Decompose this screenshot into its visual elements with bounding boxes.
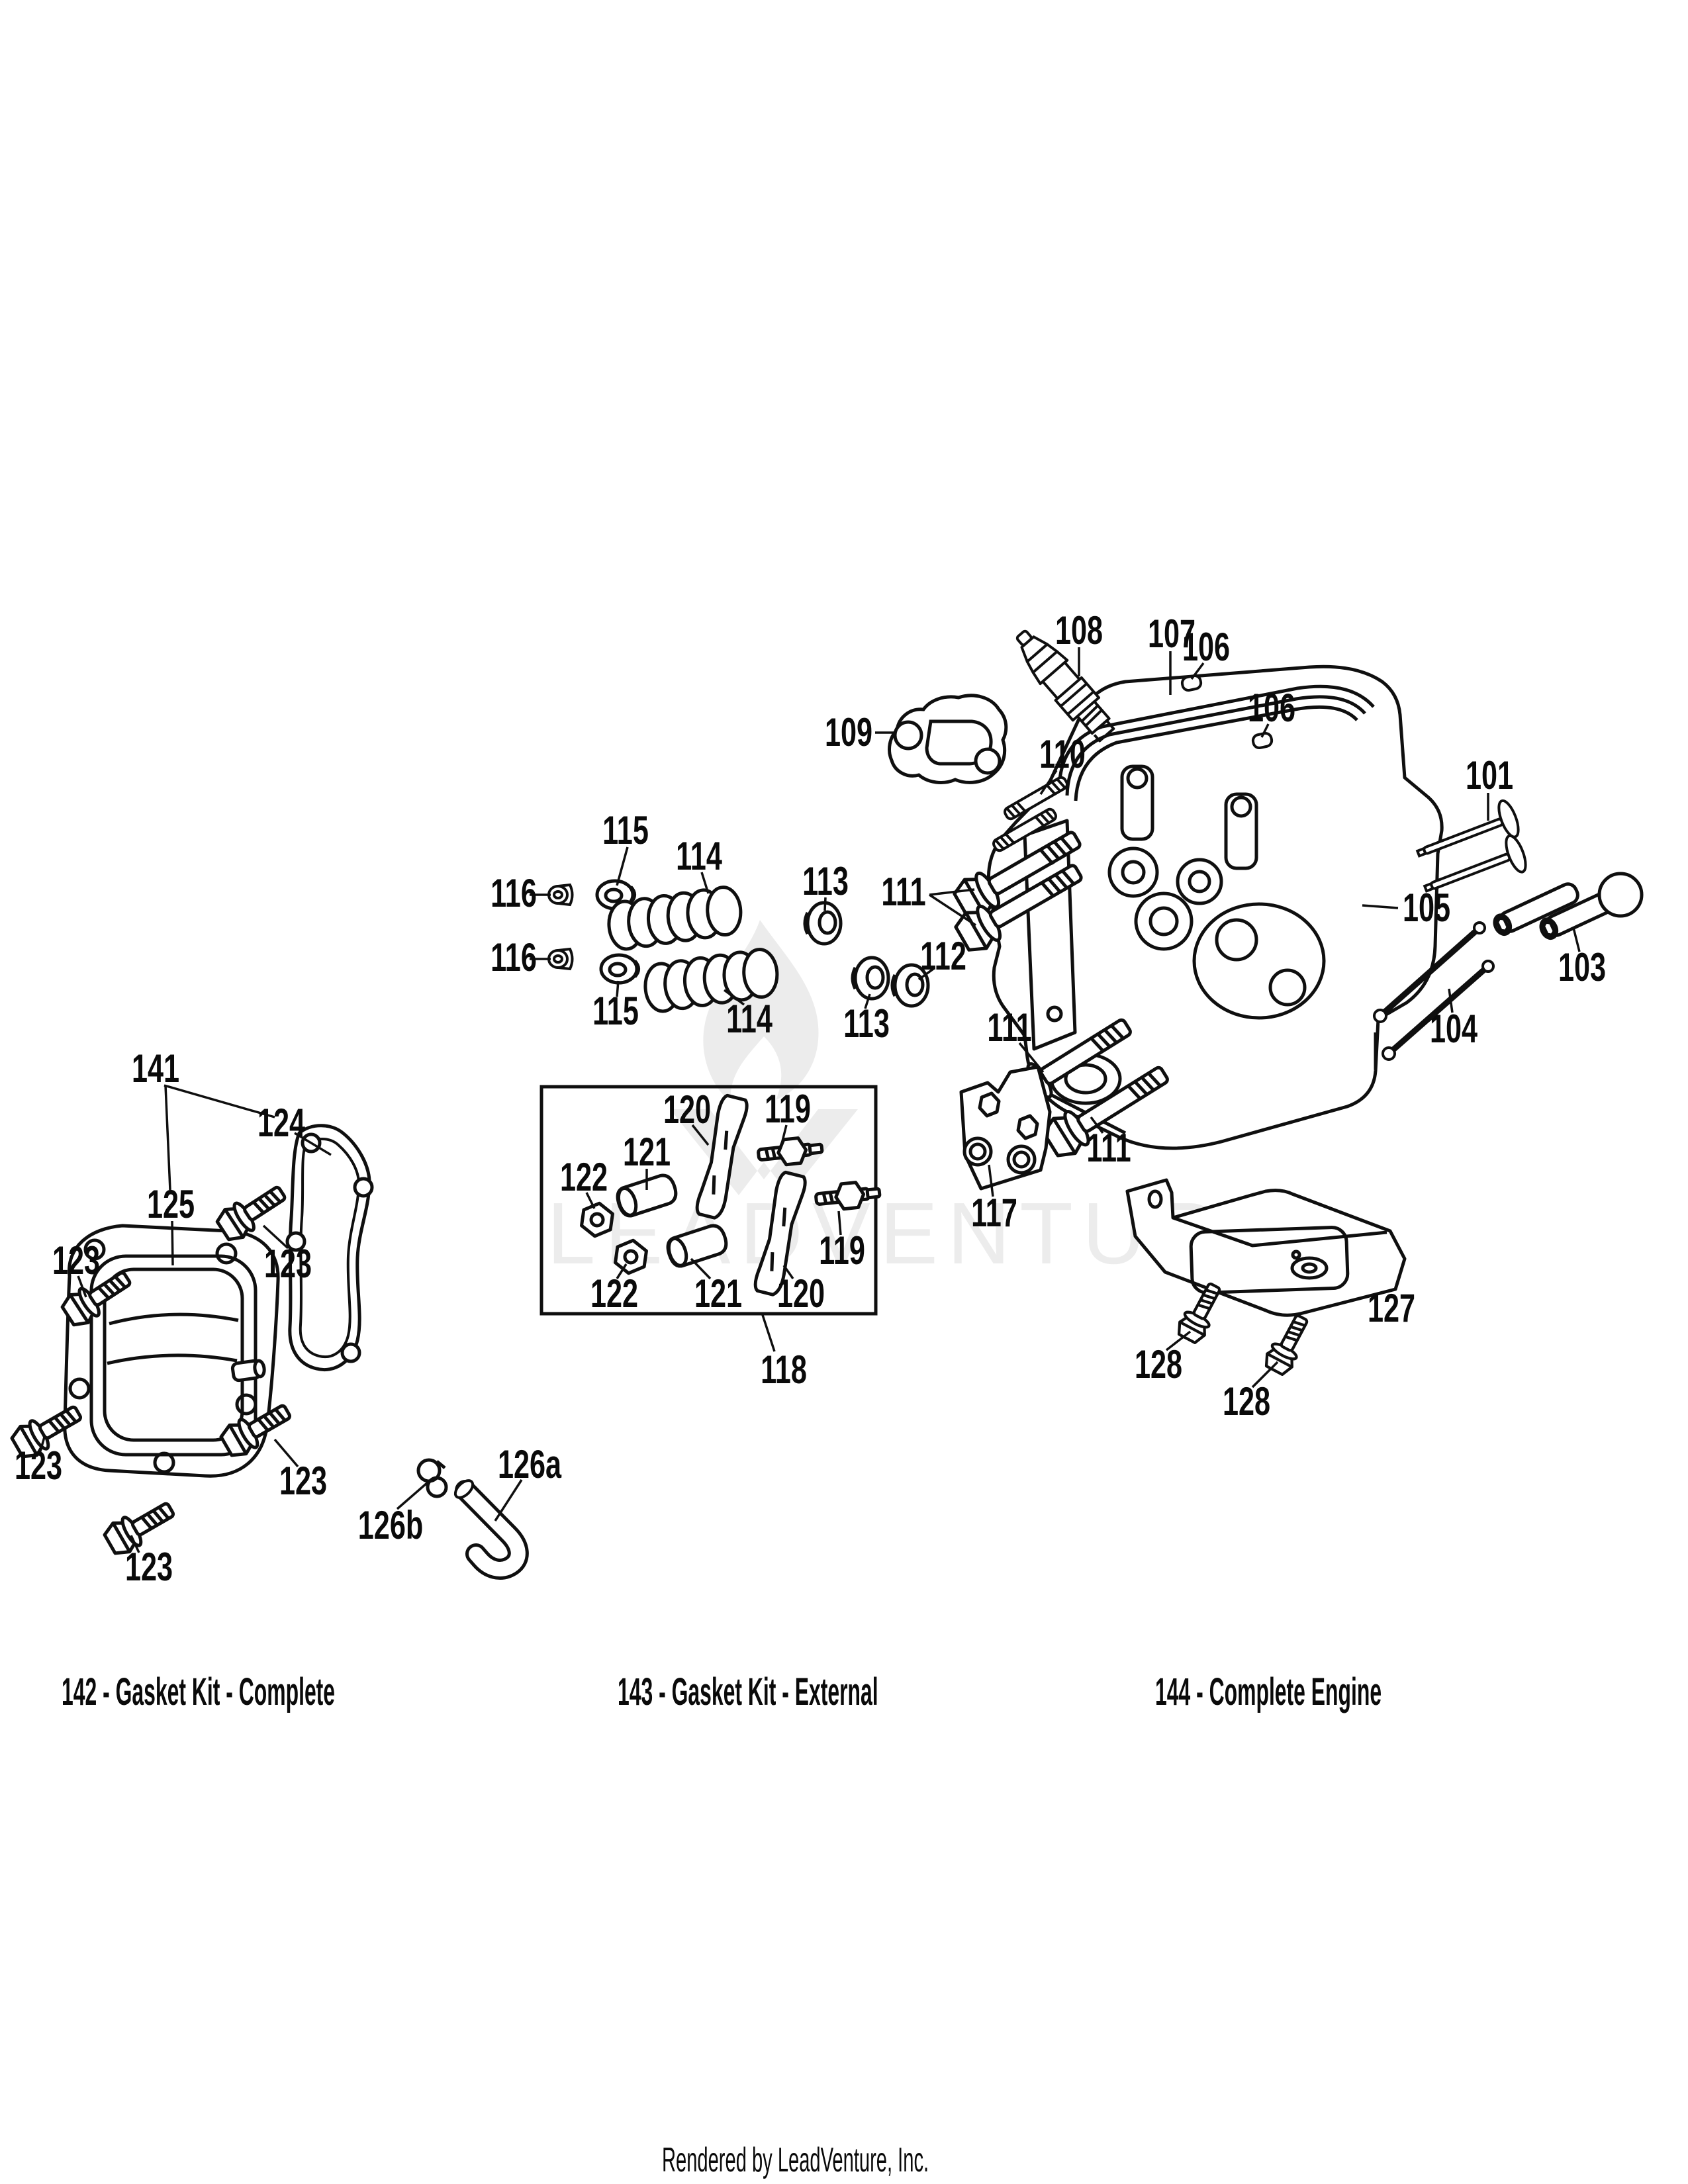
part-callout-121: 121 [622, 1130, 671, 1174]
part-callout-104: 104 [1429, 1007, 1478, 1051]
part-callout-114: 114 [676, 834, 722, 878]
leader-lines [38, 647, 1581, 1553]
dowel-pins-art [1180, 674, 1274, 750]
part-callout-115-2: 115 [592, 989, 639, 1033]
part-callout-101: 101 [1465, 753, 1514, 797]
part-callout-112: 112 [920, 934, 966, 978]
part-callout-121-2: 121 [694, 1271, 743, 1316]
caption-complete-engine: 144 - Complete Engine [1155, 1670, 1382, 1713]
part-callout-111-2: 111 [987, 1005, 1032, 1050]
rocker-kit-box [539, 1085, 878, 1316]
part-callout-103: 103 [1558, 945, 1607, 989]
part-callout-122: 122 [559, 1155, 608, 1199]
breather-tube-art [453, 1479, 529, 1580]
part-callout-116-2: 116 [491, 935, 537, 979]
part-callout-119-2: 119 [819, 1228, 865, 1273]
part-callout-105: 105 [1402, 886, 1451, 930]
part-callout-114-2: 114 [726, 997, 773, 1041]
part-callout-117: 117 [971, 1191, 1017, 1235]
part-callout-126b: 126b [357, 1503, 424, 1547]
part-callout-111-3: 111 [1086, 1126, 1131, 1170]
part-callout-108: 108 [1055, 608, 1103, 653]
part-callout-109: 109 [824, 710, 873, 754]
clamp-art [416, 1458, 448, 1498]
caption-gasket-kit-external: 143 - Gasket Kit - External [618, 1670, 878, 1713]
cylinder-head-art [986, 664, 1444, 1150]
caption-gasket-kit-complete: 142 - Gasket Kit - Complete [62, 1670, 336, 1713]
part-callout-141: 141 [131, 1046, 180, 1091]
part-callout-106-2: 106 [1247, 686, 1296, 730]
part-callout-113: 113 [802, 859, 849, 903]
part-callout-113-2: 113 [843, 1001, 890, 1046]
part-callout-118: 118 [761, 1347, 807, 1392]
part-callout-123-2: 123 [263, 1242, 312, 1286]
part-callout-122-2: 122 [590, 1271, 639, 1316]
part-callout-124: 124 [257, 1101, 306, 1145]
part-callout-115: 115 [602, 808, 649, 852]
cover-gasket-art [285, 1124, 374, 1371]
exhaust-gasket-art [888, 694, 1008, 784]
push-rods-art [1373, 921, 1495, 1061]
part-callout-123-5: 123 [124, 1545, 173, 1589]
bracket-art [959, 1065, 1052, 1191]
part-callout-119: 119 [765, 1087, 811, 1131]
part-callout-110: 110 [1039, 732, 1086, 776]
part-callout-128-2: 128 [1222, 1379, 1271, 1424]
rendered-by-footer: Rendered by LeadVenture, Inc. [662, 2141, 929, 2179]
part-callout-125: 125 [146, 1182, 195, 1226]
part-callout-126a: 126a [497, 1442, 562, 1486]
part-callout-120-2: 120 [776, 1271, 825, 1316]
part-callout-120: 120 [663, 1087, 712, 1132]
part-callout-127: 127 [1367, 1286, 1416, 1330]
rocker-shaft-art [1538, 872, 1644, 940]
part-callout-116: 116 [491, 871, 537, 915]
part-callout-123: 123 [52, 1238, 101, 1283]
part-callout-123-3: 123 [14, 1443, 63, 1488]
part-callout-123-4: 123 [279, 1459, 328, 1503]
spark-plug-art [1015, 629, 1115, 743]
part-callout-111: 111 [881, 870, 926, 914]
part-callout-106: 106 [1182, 625, 1231, 669]
heat-shield-art [1125, 1178, 1407, 1317]
part-callout-128: 128 [1134, 1342, 1183, 1387]
part-callout-107: 107 [1147, 612, 1196, 656]
